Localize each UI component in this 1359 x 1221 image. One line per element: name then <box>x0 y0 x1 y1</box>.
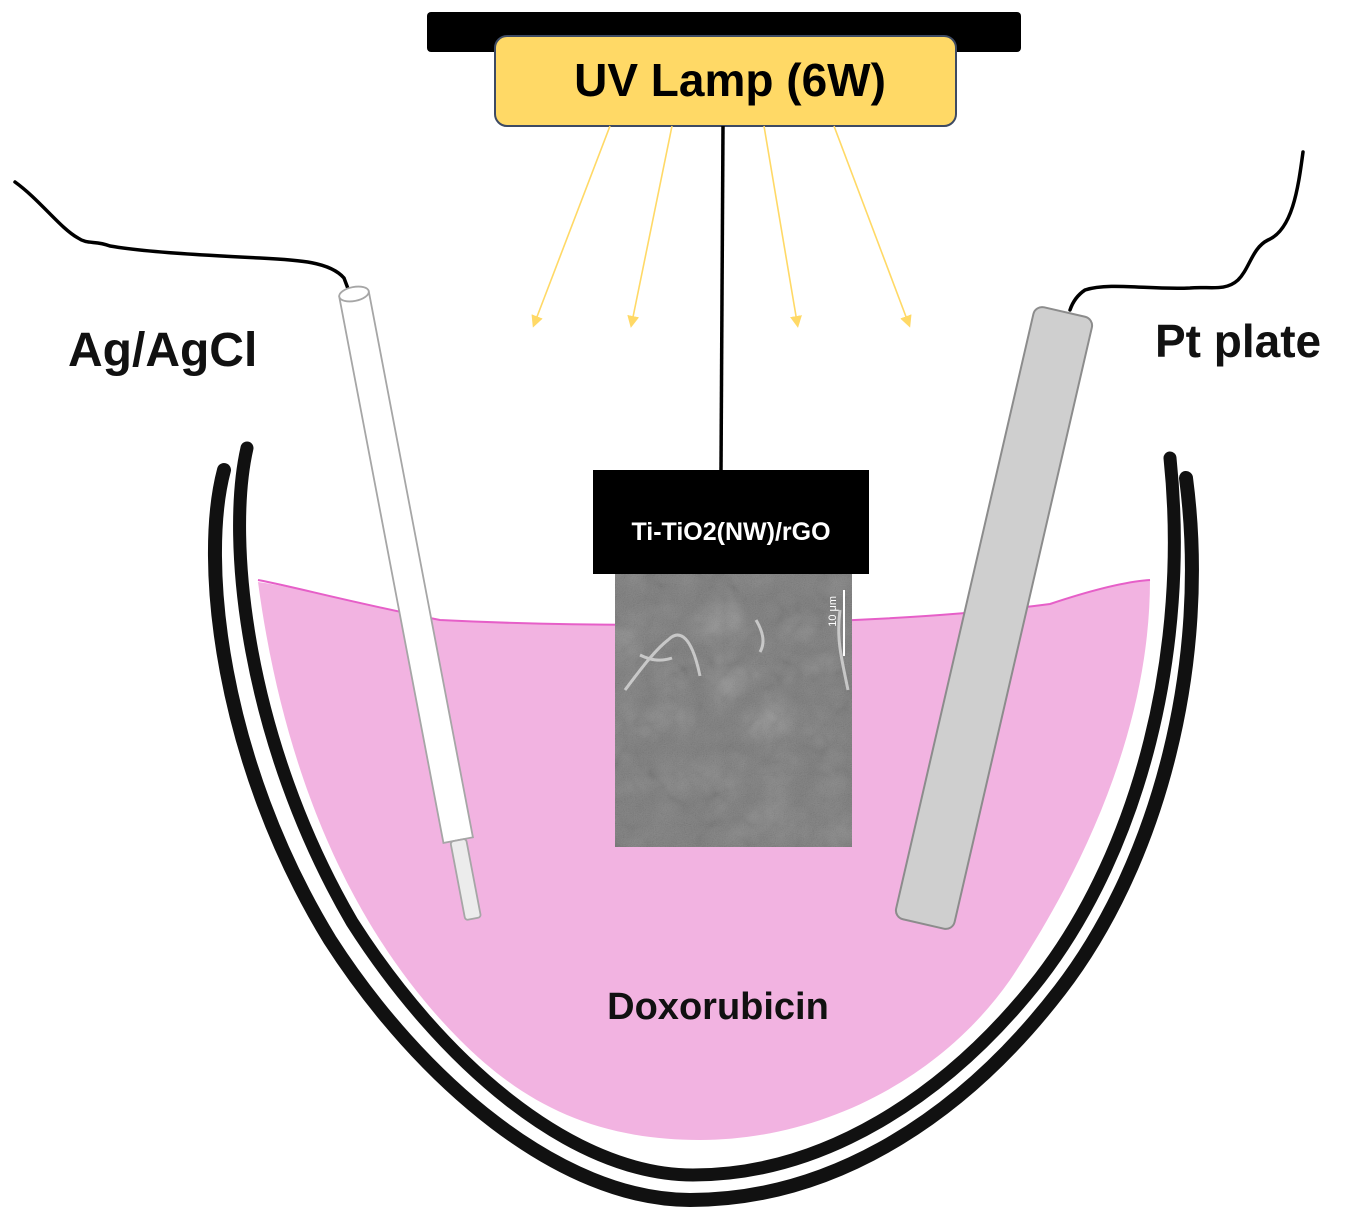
micrograph-scale-label: 10 μm <box>827 596 839 627</box>
micrograph-bright-flakes <box>623 609 850 691</box>
light-ray-arrow-icon <box>763 125 802 328</box>
working-electrode: 10 μm Ti-TiO2(NW)/rGO <box>593 470 869 847</box>
lamp-label: UV Lamp (6W) <box>574 54 886 106</box>
beaker-outer-wall <box>208 463 1199 1208</box>
rod-electrode-top <box>338 285 370 303</box>
counter-electrode-label: Pt plate <box>1155 315 1321 367</box>
plate-electrode-icon <box>894 306 1094 930</box>
uv-lamp-icon <box>494 35 957 127</box>
micrograph-shading <box>615 574 852 847</box>
beaker-inner-wall <box>233 441 1181 1182</box>
light-ray-arrow-icon <box>627 125 673 328</box>
reference-electrode-wire <box>13 180 352 296</box>
working-electrode-label-box <box>593 470 869 574</box>
counter-electrode-wire <box>1068 150 1305 312</box>
uv-lamp: UV Lamp (6W) <box>427 12 1021 127</box>
light-ray-arrow-icon <box>833 125 912 328</box>
uv-rays <box>531 125 912 328</box>
reference-electrode: Ag/AgCl <box>13 180 482 921</box>
reference-electrode-label: Ag/AgCl <box>68 324 257 377</box>
beaker <box>208 441 1199 1208</box>
working-electrode-wire <box>719 125 725 471</box>
doxorubicin-solution <box>258 580 1150 1140</box>
light-ray-arrow-icon <box>531 125 611 328</box>
working-electrode-label: Ti-TiO2(NW)/rGO <box>631 518 830 546</box>
solution-label: Doxorubicin <box>607 986 829 1028</box>
rod-electrode-tip <box>449 838 482 921</box>
micrograph-electrode-icon: 10 μm <box>615 574 852 847</box>
counter-electrode: Pt plate <box>894 150 1321 930</box>
